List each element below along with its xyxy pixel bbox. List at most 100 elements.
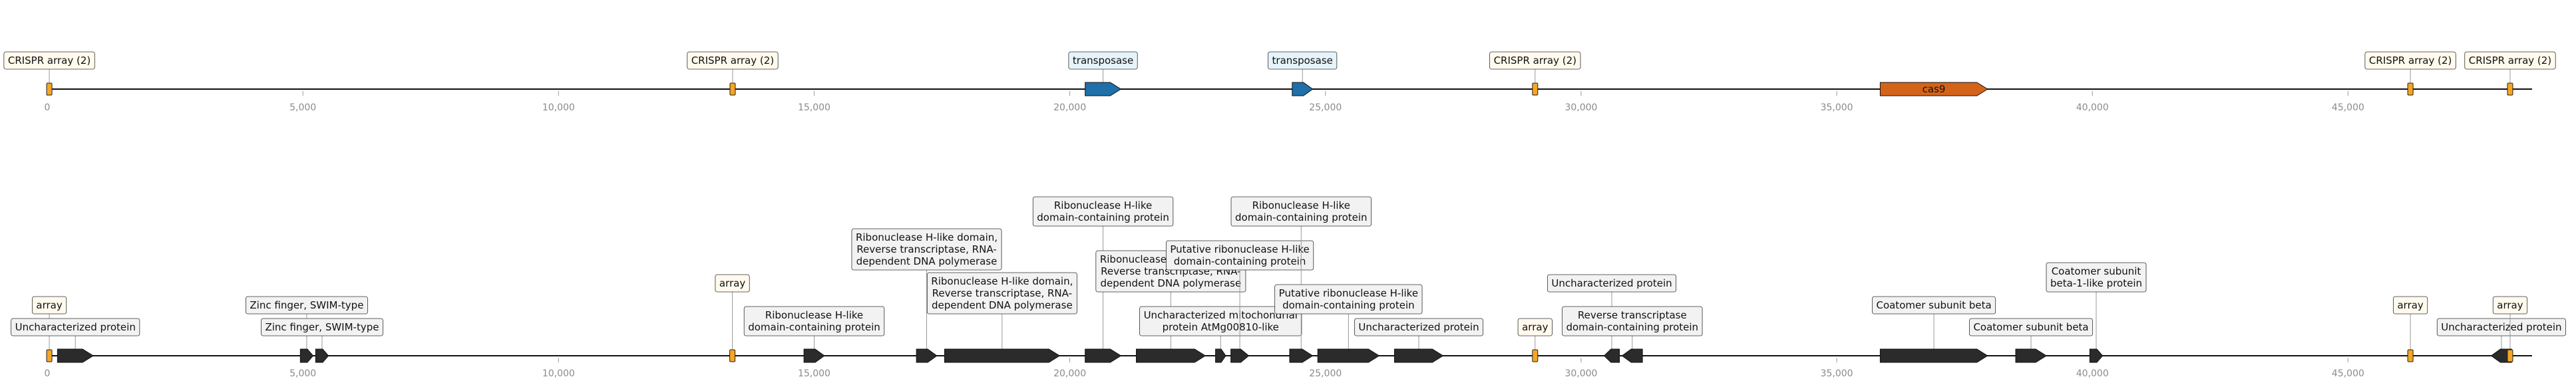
svg-text:Ribonuclease H-like: Ribonuclease H-like [1054, 199, 1152, 211]
array-1-feature [46, 349, 53, 362]
svg-text:CRISPR array (2): CRISPR array (2) [1494, 55, 1576, 66]
tick-label: 0 [45, 368, 51, 379]
tick-label: 45,000 [2332, 368, 2364, 379]
crispr-array-3-label: CRISPR array (2) [1489, 51, 1581, 70]
crispr-array-4-feature [2407, 82, 2414, 96]
ribonuclease-put-1-feature [1230, 348, 1250, 363]
tick-label: 35,000 [1821, 102, 1853, 113]
uncharacterized-protein-2-feature [1394, 348, 1444, 363]
svg-text:Zinc finger, SWIM-type: Zinc finger, SWIM-type [265, 321, 379, 333]
array-2-label: array [715, 274, 750, 293]
svg-text:beta-1-like protein: beta-1-like protein [2050, 277, 2142, 289]
ribonuclease-put-2-label: Putative ribonuclease H-likedomain-conta… [1274, 284, 1423, 315]
array-5-feature [2507, 349, 2513, 362]
array-1-label: array [32, 296, 67, 315]
svg-text:CRISPR array (2): CRISPR array (2) [8, 55, 91, 66]
uncharacterized-protein-4-label: Uncharacterized protein [2436, 318, 2566, 336]
svg-text:Uncharacterized protein: Uncharacterized protein [15, 321, 136, 333]
svg-text:array: array [719, 277, 745, 289]
ribonuclease-put-1-label: Putative ribonuclease H-likedomain-conta… [1165, 240, 1314, 271]
transposase-2-label: transposase [1268, 51, 1338, 70]
coatomer-beta-2-feature [2015, 348, 2048, 363]
uncharacterized-protein-1-label: Uncharacterized protein [11, 318, 140, 336]
uncharacterized-protein-3-label: Uncharacterized protein [1547, 274, 1677, 293]
crispr-array-1-label: CRISPR array (2) [3, 51, 95, 70]
svg-text:Ribonuclease H-like: Ribonuclease H-like [1252, 199, 1350, 211]
uncharacterized-mito-feature [1215, 348, 1226, 363]
crispr-array-5-label: CRISPR array (2) [2464, 51, 2556, 70]
tick-label: 35,000 [1821, 368, 1853, 379]
svg-text:Reverse transcriptase: Reverse transcriptase [1578, 309, 1687, 321]
tick-label: 40,000 [2076, 368, 2109, 379]
tick-label: 25,000 [1309, 102, 1342, 113]
ribonuclease-h-3-feature [1289, 348, 1314, 363]
svg-text:Putative ribonuclease H-like: Putative ribonuclease H-like [1170, 243, 1309, 255]
tick-label: 30,000 [1564, 368, 1597, 379]
svg-text:array: array [36, 299, 62, 311]
ribonuclease-rt-3-feature [1136, 348, 1206, 363]
svg-text:CRISPR array (2): CRISPR array (2) [691, 55, 774, 66]
svg-text:domain-containing protein: domain-containing protein [1282, 299, 1415, 311]
svg-text:transposase: transposase [1073, 55, 1133, 66]
svg-text:domain-containing protein: domain-containing protein [748, 321, 880, 333]
uncharacterized-protein-2-label: Uncharacterized protein [1354, 318, 1484, 336]
ribonuclease-rt-2-feature [944, 348, 1061, 363]
crispr-array-4-label: CRISPR array (2) [2364, 51, 2456, 70]
feature-layer: cas9 [46, 82, 2513, 96]
zinc-finger-1-label: Zinc finger, SWIM-type [246, 296, 368, 315]
array-2-feature [729, 349, 736, 362]
coatomer-beta-prime-feature [2089, 348, 2104, 363]
svg-text:CRISPR array (2): CRISPR array (2) [2469, 55, 2551, 66]
feature-layer [46, 348, 2513, 363]
uncharacterized-protein-3-feature [1603, 348, 1620, 363]
crispr-array-1-feature [46, 82, 53, 96]
svg-text:Ribonuclease H-like domain,: Ribonuclease H-like domain, [856, 231, 998, 243]
crispr-array-5-feature [2507, 82, 2513, 96]
svg-text:Zinc finger, SWIM-type: Zinc finger, SWIM-type [250, 299, 363, 311]
ribonuclease-h-1-feature [803, 348, 825, 363]
uncharacterized-protein-1-feature [57, 348, 94, 363]
coatomer-beta-2-label: Coatomer subunit beta [1969, 318, 2094, 336]
ribonuclease-put-2-feature [1317, 348, 1380, 363]
tick-label: 5,000 [289, 368, 316, 379]
ribonuclease-rt-1-feature [916, 348, 938, 363]
svg-text:transposase: transposase [1272, 55, 1333, 66]
cas9-label: cas9 [1923, 83, 1946, 95]
reverse-transcriptase-feature [1621, 348, 1643, 363]
zinc-finger-2-label: Zinc finger, SWIM-type [261, 318, 383, 336]
array-4-feature [2407, 349, 2414, 362]
crispr-array-3-feature [1532, 82, 1539, 96]
svg-text:Ribonuclease H-like: Ribonuclease H-like [765, 309, 863, 321]
svg-text:array: array [2397, 299, 2423, 311]
tick-label: 10,000 [542, 102, 575, 113]
svg-text:dependent DNA polymerase: dependent DNA polymerase [1101, 277, 1242, 289]
tick-label: 5,000 [289, 102, 316, 113]
ribonuclease-rt-1-label: Ribonuclease H-like domain,Reverse trans… [851, 228, 1002, 271]
transposase-1-feature [1085, 82, 1122, 96]
svg-text:dependent DNA polymerase: dependent DNA polymerase [856, 255, 998, 267]
tick-label: 15,000 [798, 102, 830, 113]
svg-text:Coatomer subunit: Coatomer subunit [2052, 265, 2141, 277]
transposase-2-feature [1292, 82, 1314, 96]
svg-text:Reverse transcriptase, RNA-: Reverse transcriptase, RNA- [932, 287, 1072, 299]
ribonuclease-rt-2-label: Ribonuclease H-like domain,Reverse trans… [926, 272, 1077, 315]
svg-text:protein AtMg00810-like: protein AtMg00810-like [1163, 321, 1279, 333]
tick-label: 20,000 [1053, 102, 1086, 113]
array-5-label: array [2492, 296, 2528, 315]
tick-label: 10,000 [542, 368, 575, 379]
coatomer-beta-1-label: Coatomer subunit beta [1872, 296, 1996, 315]
label-layer: CRISPR array (2) CRISPR array (2) transpos… [3, 51, 2556, 83]
svg-text:Reverse transcriptase, RNA-: Reverse transcriptase, RNA- [856, 243, 996, 255]
svg-text:CRISPR array (2): CRISPR array (2) [2369, 55, 2452, 66]
svg-text:dependent DNA polymerase: dependent DNA polymerase [932, 299, 1073, 311]
ribonuclease-h-2-feature [1085, 348, 1122, 363]
coatomer-beta-1-feature [1879, 348, 1988, 363]
array-4-label: array [2393, 296, 2428, 315]
array-3-label: array [1517, 318, 1553, 336]
tick-label: 45,000 [2332, 102, 2364, 113]
